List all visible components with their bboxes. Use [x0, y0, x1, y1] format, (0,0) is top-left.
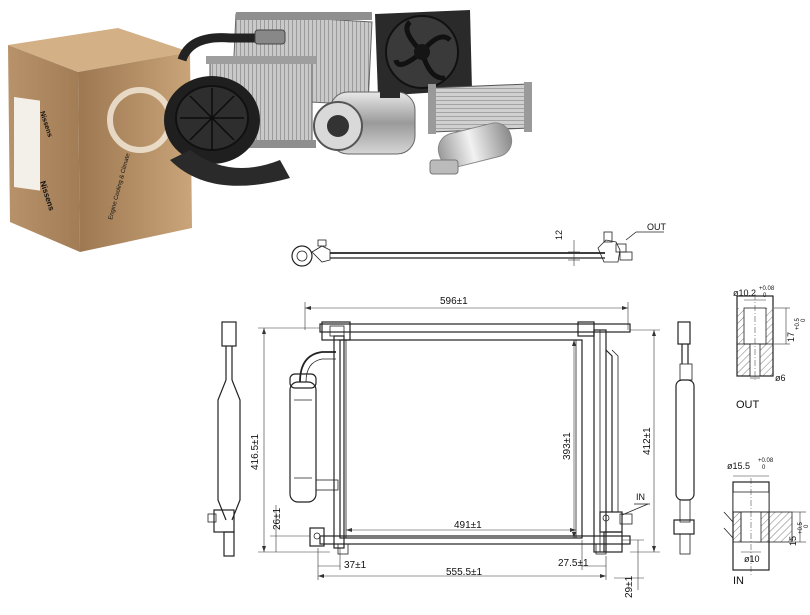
out-depth-tol: +0.5 [795, 317, 801, 330]
out-depth: 17 [786, 332, 796, 342]
cooling-fan-image [375, 10, 472, 96]
in-detail-label: IN [733, 575, 744, 587]
dim-bottom-width: 555.5±1 [446, 567, 483, 578]
top-view-drawing: 12 OUT [291, 222, 667, 267]
bottom-header-bar [319, 535, 631, 545]
in-dia-tol: +0.08 [758, 458, 774, 464]
out-dia-tol2: 0 [763, 293, 767, 299]
inlet-fitting [599, 511, 623, 533]
dim-core-height: 393±1 [562, 432, 573, 460]
right-side-view [673, 321, 695, 555]
in-port-detail: ø15.5 +0.08 0 15 +0.5 0 ø10 IN [723, 458, 810, 587]
receiver-drier-image [429, 122, 513, 175]
out-port-detail: ø10.2 +0.08 0 17 +0.5 0 ø6 OUT [733, 286, 807, 411]
condenser-core [339, 339, 583, 539]
nissens-box-image: Nissens Nissens Engine Cooling & Climate [8, 28, 192, 252]
top-view-height-label: 12 [554, 230, 564, 240]
out-depth-tol2: 0 [801, 318, 807, 322]
dim-height-right: 412±1 [642, 427, 653, 455]
in-depth-tol: +0.5 [798, 521, 804, 534]
dim-offset-bottom: 26±1 [272, 507, 283, 530]
left-side-view [207, 321, 241, 557]
dim-height-left: 416.5±1 [250, 433, 261, 470]
out-diameter: ø10.2 [733, 288, 756, 298]
dim-width-top: 596±1 [440, 296, 468, 307]
in-depth: 15 [788, 536, 798, 546]
dim-core-width: 491±1 [454, 520, 482, 531]
top-view-out-label: OUT [647, 222, 667, 232]
main-view-in-label: IN [636, 492, 645, 502]
in-small-dia: ø10 [744, 554, 760, 564]
in-dia-tol2: 0 [762, 465, 766, 471]
ac-hose-image [177, 33, 275, 62]
out-small-dia: ø6 [775, 373, 786, 383]
heater-core-image [428, 82, 532, 134]
dim-offset-left: 37±1 [344, 560, 367, 571]
dim-offset-right-v: 29±1 [624, 575, 635, 598]
condenser-front-view: 596±1 416.5±1 393±1 412±1 491±1 26±1 [250, 296, 660, 598]
out-detail-label: OUT [736, 399, 760, 411]
top-header-bar [319, 323, 631, 333]
product-photo: Nissens Nissens Engine Cooling & Climate [8, 10, 532, 252]
receiver-drier-drawing [289, 381, 317, 503]
out-dia-tol: +0.08 [759, 286, 775, 292]
blower-motor-image [164, 76, 290, 186]
ac-compressor-image [313, 86, 416, 155]
in-diameter: ø15.5 [727, 461, 750, 471]
left-tank [333, 335, 345, 549]
dim-offset-right: 27.5±1 [558, 558, 589, 569]
in-depth-tol2: 0 [804, 524, 810, 528]
